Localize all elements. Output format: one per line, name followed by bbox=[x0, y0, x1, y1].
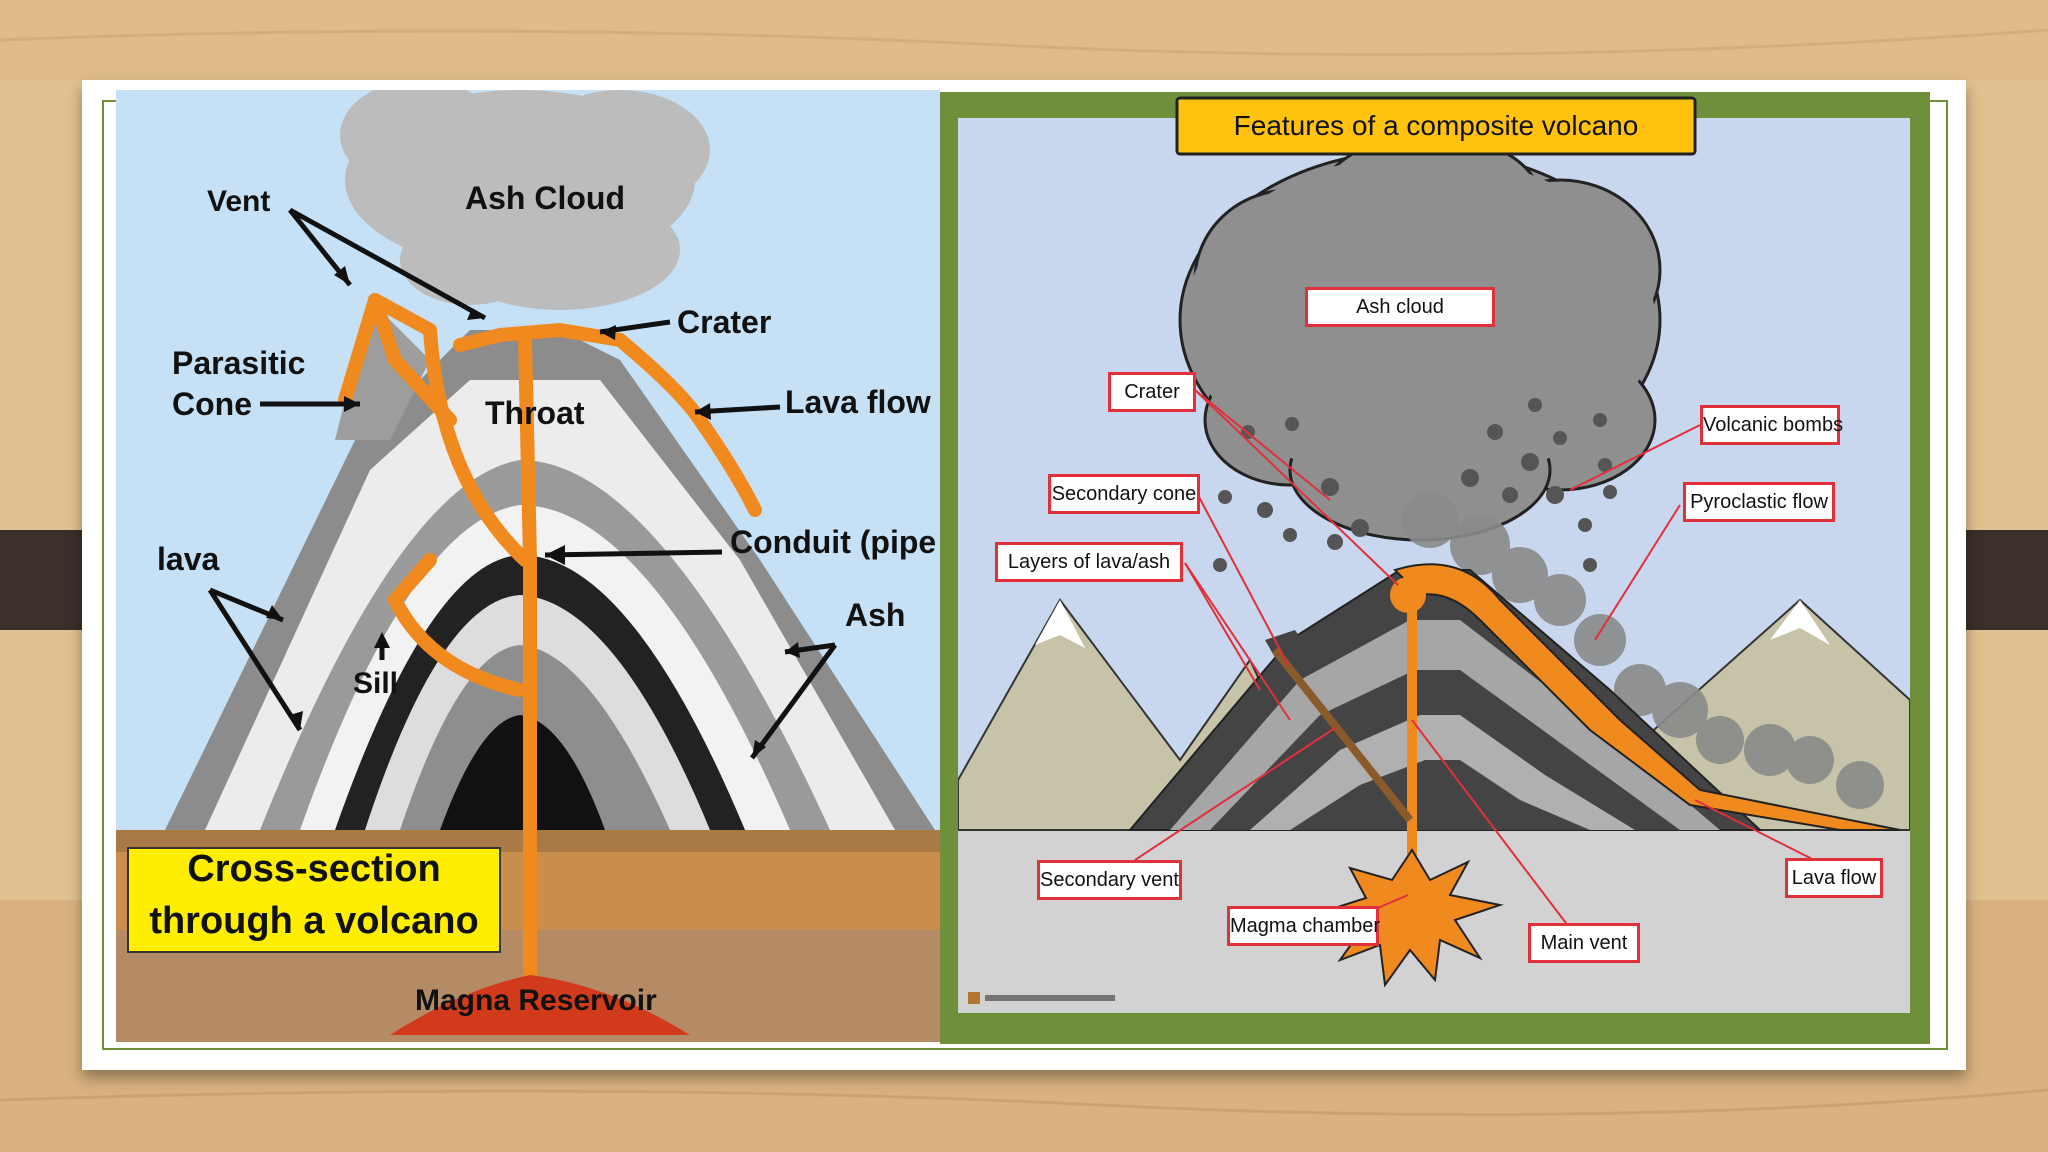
label-ash: Ash bbox=[845, 597, 905, 634]
label-crater: Crater bbox=[677, 304, 771, 341]
label-lava-flow: Lava flow bbox=[785, 384, 931, 421]
label-layers: Layers of lava/ash bbox=[995, 542, 1183, 582]
label-lava: lava bbox=[157, 541, 219, 578]
label-pyroclastic-flow: Pyroclastic flow bbox=[1683, 482, 1835, 522]
label-conduit: Conduit (pipe bbox=[730, 524, 938, 561]
label-magma-chamber: Magma chamber bbox=[1227, 906, 1379, 946]
label-parasitic-cone-2: Cone bbox=[172, 386, 252, 423]
label-sill: Sill bbox=[353, 667, 398, 701]
label-magma-reservoir: Magna Reservoir bbox=[415, 984, 657, 1018]
right-title: Features of a composite volcano bbox=[1177, 110, 1695, 142]
label-ash-cloud: Ash Cloud bbox=[465, 180, 625, 217]
label-main-vent: Main vent bbox=[1528, 923, 1640, 963]
left-title-line2: through a volcano bbox=[128, 900, 500, 943]
label-volcanic-bombs: Volcanic bombs bbox=[1700, 405, 1840, 445]
label-secondary-cone: Secondary cone bbox=[1048, 474, 1200, 514]
left-title-line1: Cross-section bbox=[128, 848, 500, 891]
label-secondary-vent: Secondary vent bbox=[1037, 860, 1182, 900]
label-vent: Vent bbox=[207, 185, 270, 219]
label-crater-right: Crater bbox=[1108, 372, 1196, 412]
label-ash-cloud-right: Ash cloud bbox=[1305, 287, 1495, 327]
label-throat: Throat bbox=[485, 395, 585, 432]
label-parasitic-cone-1: Parasitic bbox=[172, 345, 305, 382]
label-lava-flow-right: Lava flow bbox=[1785, 858, 1883, 898]
